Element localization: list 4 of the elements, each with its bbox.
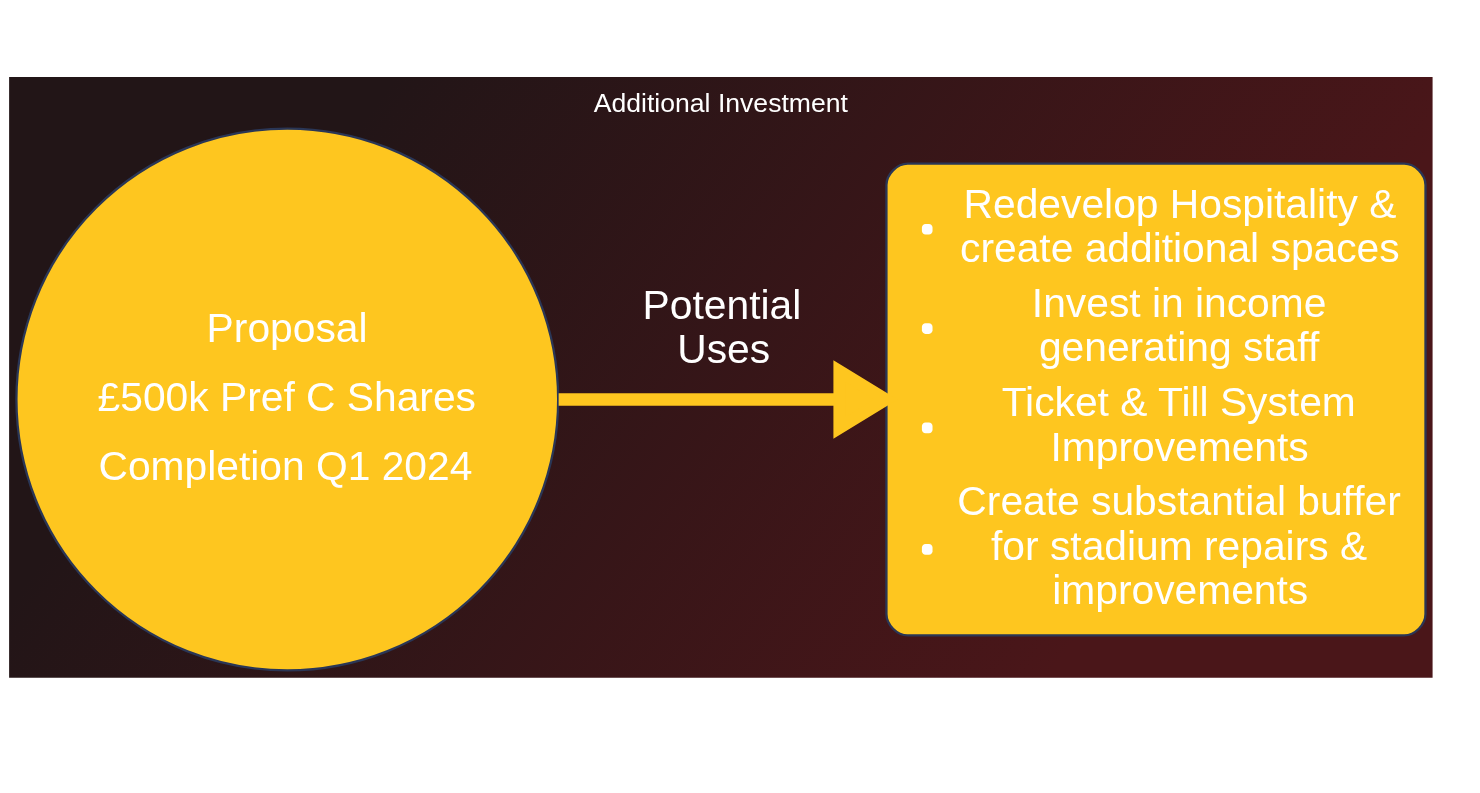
diagram-title: Additional Investment [593, 88, 848, 119]
edge-label: Potential Uses [642, 281, 802, 372]
node-box: Redevelop Hospitality & create additional spaces Invest in income generating staff Ticket & Till System Improvements Create substantial buffer for stadium repairs & improvements [885, 162, 1427, 637]
node-circle: Proposal £500k Pref C Shares Completion Q1 2024 [15, 127, 560, 672]
